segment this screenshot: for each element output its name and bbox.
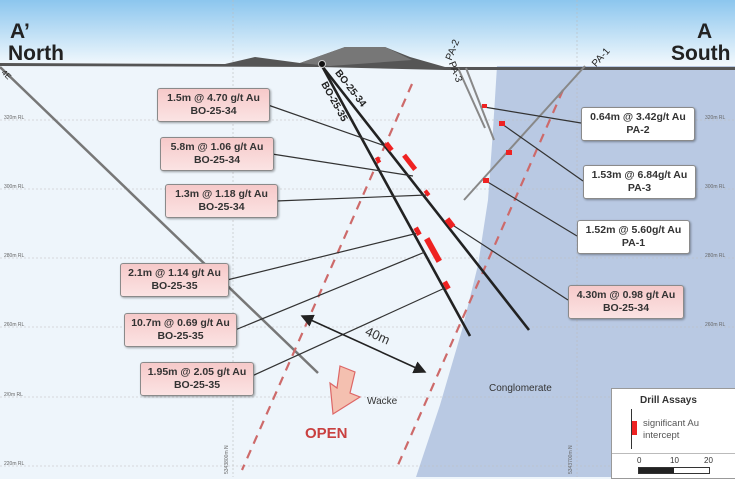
pa-holes xyxy=(457,65,586,201)
waste-dump xyxy=(300,47,412,66)
scale-label: 10 xyxy=(670,456,679,465)
legend-title: Drill Assays xyxy=(640,395,697,406)
legend-item-label: significant Au intercept xyxy=(643,418,699,441)
section-left-letter: A’ xyxy=(10,20,30,43)
legend-divider xyxy=(612,453,735,454)
conglomerate-label: Conglomerate xyxy=(489,383,552,394)
hole-4E xyxy=(0,66,319,374)
rl-label: 280m RL xyxy=(4,253,25,259)
northing-label: 5343800m N xyxy=(224,445,230,474)
scale-label: 0 xyxy=(637,456,642,465)
rl-label: 2/0m RL xyxy=(4,392,23,398)
legend-intercept-icon xyxy=(632,421,637,435)
bo-holes xyxy=(320,65,531,337)
intercept-marks xyxy=(374,104,512,290)
scale-label: 20 xyxy=(704,456,713,465)
rl-label: 300m RL xyxy=(705,184,726,190)
open-arrow xyxy=(329,365,362,416)
legend: Drill Assays significant Au intercept 0 … xyxy=(611,388,735,479)
width-arrow xyxy=(300,314,427,374)
rl-label: 320m RL xyxy=(4,115,25,121)
legend-hole-icon xyxy=(631,409,632,449)
rl-label: 260m RL xyxy=(705,322,726,328)
rl-label: 260m RL xyxy=(4,322,25,328)
northing-label: 5343700m N xyxy=(568,445,574,474)
section-right-direction: South xyxy=(671,42,731,65)
leader-lines xyxy=(226,104,584,377)
section-right-letter: A xyxy=(697,20,713,43)
collar xyxy=(318,60,326,68)
scale-bar xyxy=(638,467,710,474)
rl-label: 320m RL xyxy=(705,115,726,121)
section-left-direction: North xyxy=(8,42,64,65)
mineralised-zone-boundaries xyxy=(240,83,565,471)
rl-label: 280m RL xyxy=(705,253,726,259)
rl-label: 220m RL xyxy=(4,461,25,467)
rl-label: 300m RL xyxy=(4,184,25,190)
open-label: OPEN xyxy=(305,425,348,442)
wacke-label: Wacke xyxy=(367,396,398,407)
